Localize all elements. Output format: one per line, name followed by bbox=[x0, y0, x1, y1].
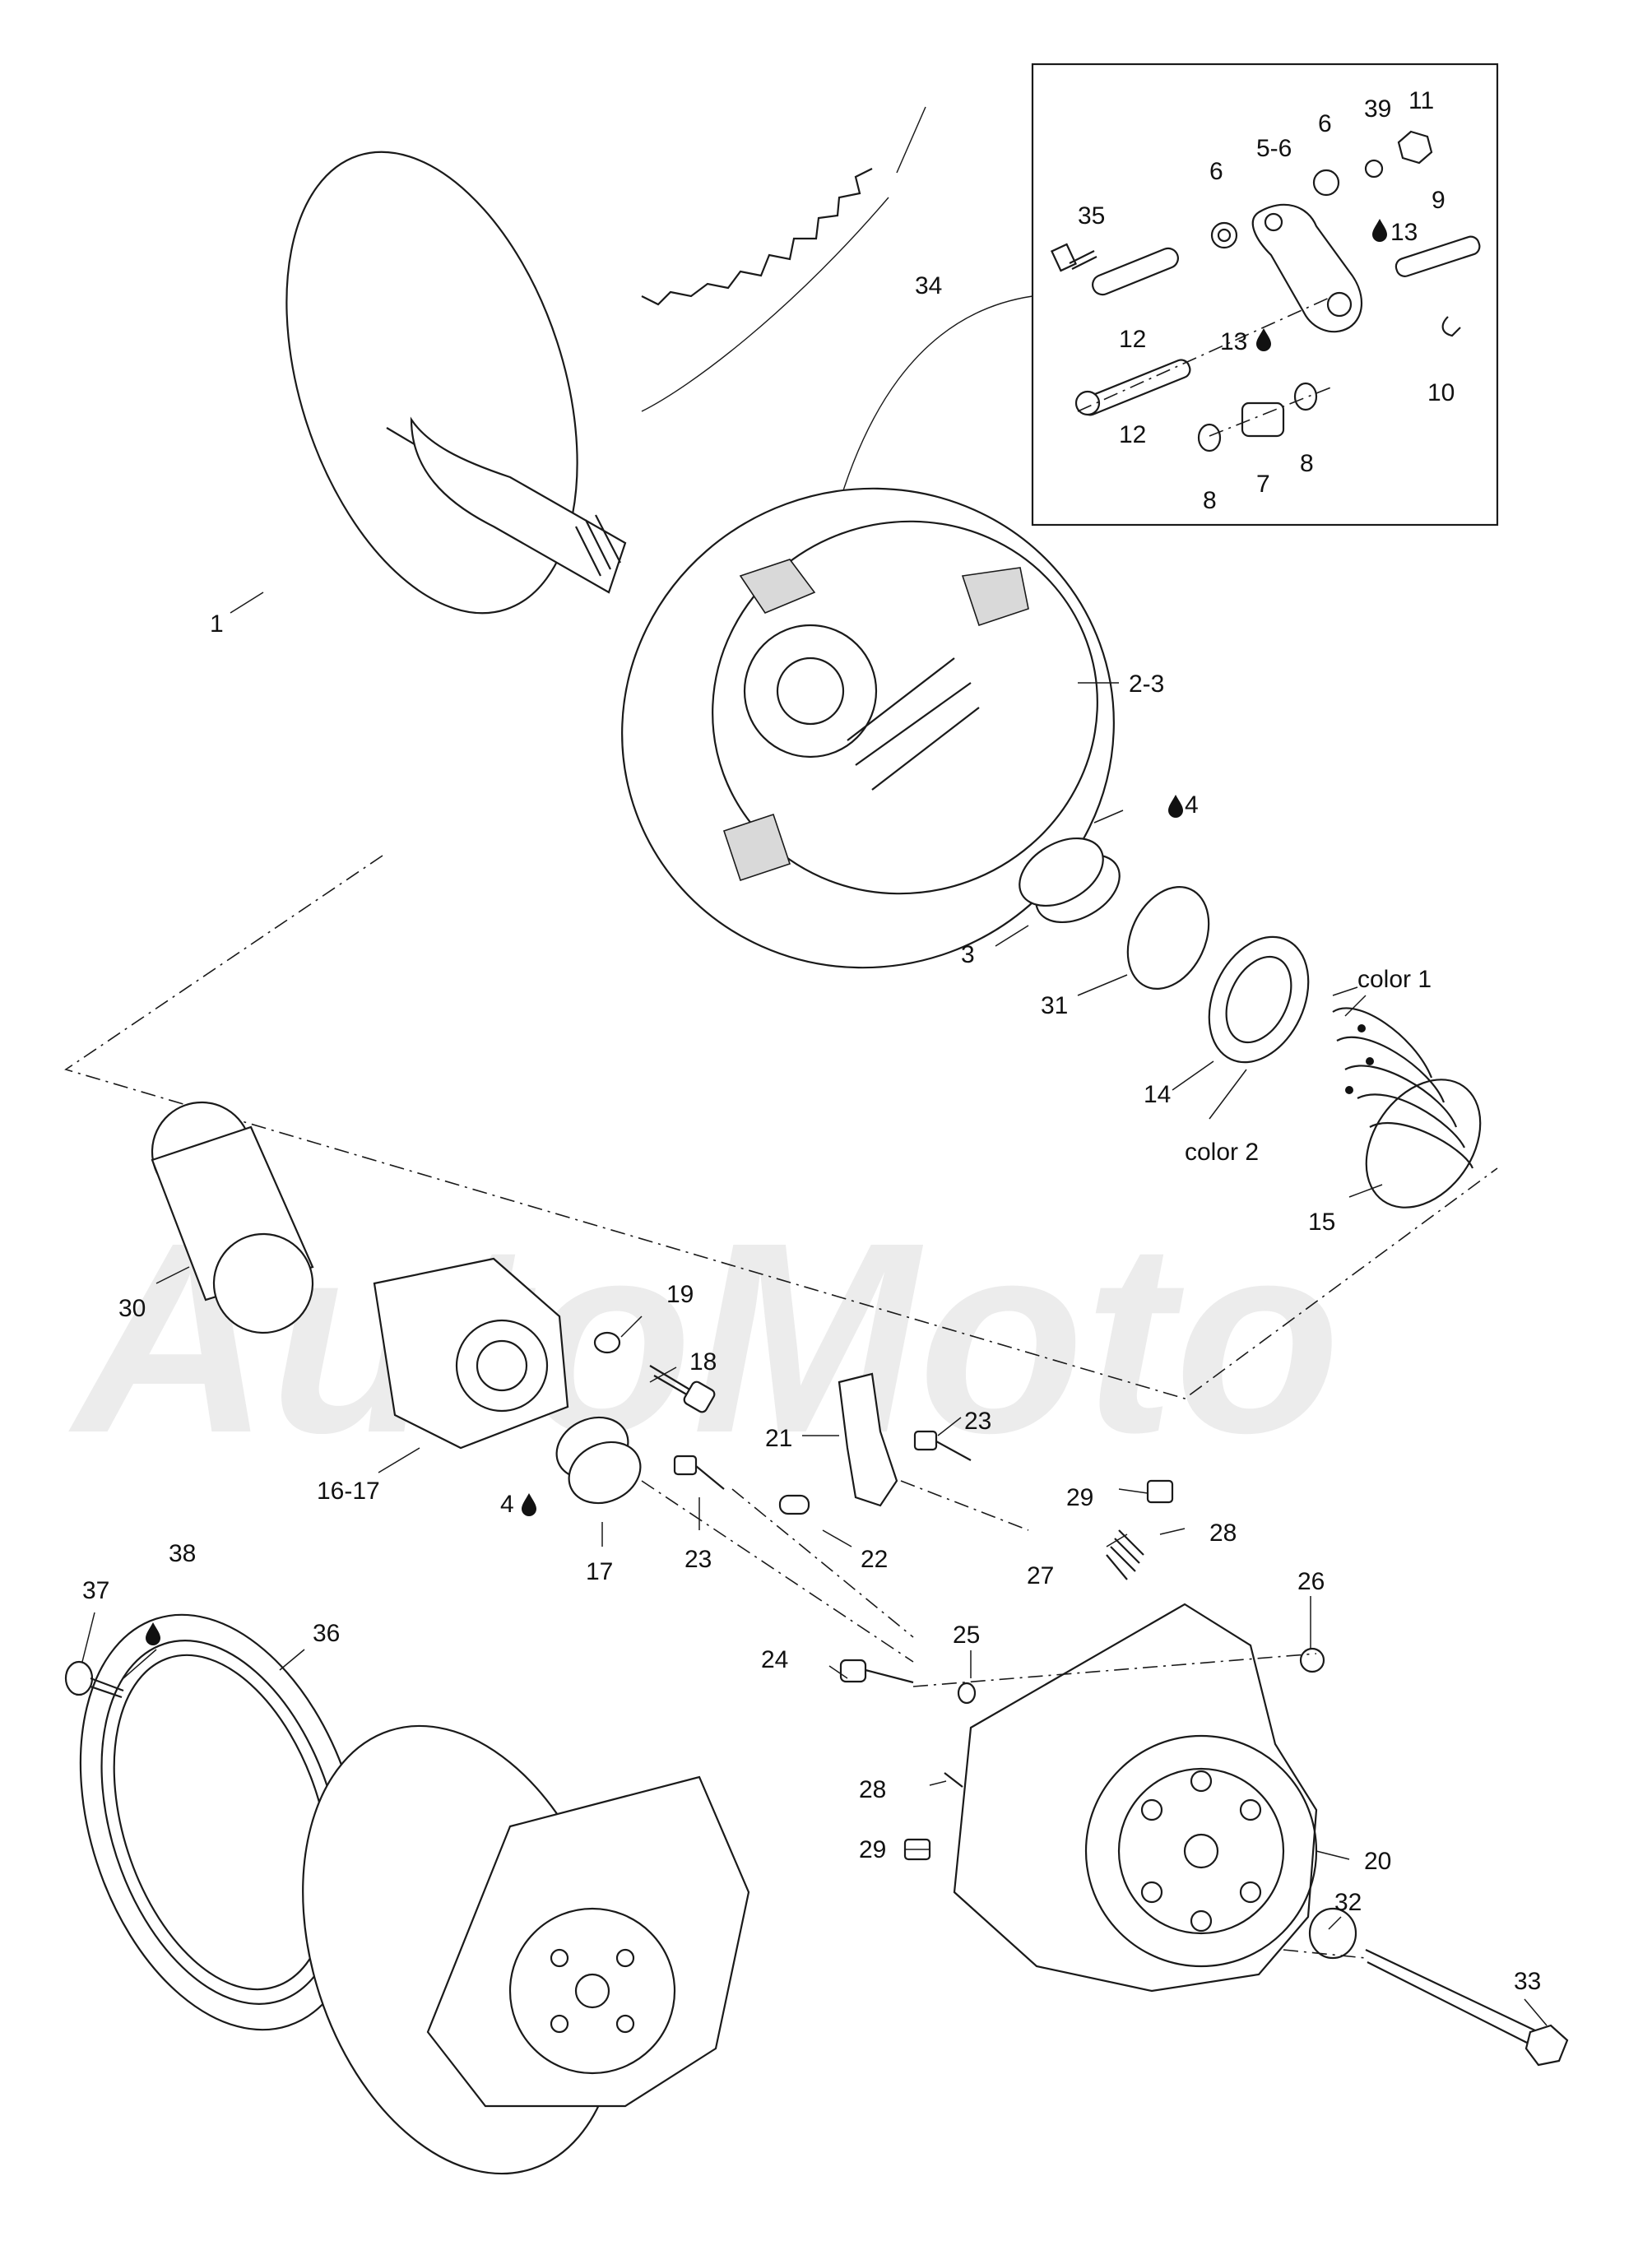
callout-5-6: 5-6 bbox=[1256, 135, 1292, 162]
callout-14: 14 bbox=[1144, 1081, 1171, 1108]
bushing-3 bbox=[1019, 837, 1121, 924]
callout-33: 33 bbox=[1514, 1968, 1541, 1995]
clip-10 bbox=[1441, 316, 1461, 337]
callout-37: 37 bbox=[82, 1577, 109, 1604]
lever-21 bbox=[838, 1372, 898, 1507]
callout-36: 36 bbox=[313, 1620, 340, 1647]
callout-29-lower: 29 bbox=[859, 1836, 886, 1863]
bushing-7 bbox=[1241, 401, 1285, 438]
retaining-ring-31 bbox=[1126, 885, 1210, 991]
screw-23-left bbox=[673, 1455, 725, 1490]
callout-16-17: 16-17 bbox=[317, 1478, 380, 1505]
callout-10: 10 bbox=[1427, 379, 1455, 406]
assembled-clutch bbox=[302, 1724, 750, 2175]
callout-17: 17 bbox=[586, 1558, 613, 1585]
callout-13-right: 13 bbox=[1390, 219, 1418, 246]
callout-39: 39 bbox=[1364, 95, 1391, 123]
callout-32: 32 bbox=[1334, 1889, 1362, 1916]
pin-28-lower bbox=[944, 1772, 963, 1788]
screw-23-right bbox=[913, 1430, 972, 1461]
movable-sheave-2-3 bbox=[621, 487, 1115, 969]
callout-9: 9 bbox=[1432, 187, 1446, 214]
inset-detail-box bbox=[822, 63, 1499, 568]
callout-24: 24 bbox=[761, 1646, 788, 1673]
callout-labels: 1 2-3 3 4 4 14 15 31 34 color 1 color 2 … bbox=[82, 87, 1541, 1995]
callout-29-upper: 29 bbox=[1066, 1484, 1093, 1511]
callout-2-3: 2-3 bbox=[1129, 670, 1164, 698]
callout-7: 7 bbox=[1256, 471, 1270, 498]
callout-28-lower: 28 bbox=[859, 1776, 886, 1803]
leader-lines bbox=[81, 106, 1548, 2026]
spider-20 bbox=[953, 1603, 1318, 1993]
callout-19: 19 bbox=[666, 1281, 694, 1308]
callout-6-left: 6 bbox=[1209, 158, 1223, 185]
washer-32 bbox=[1308, 1907, 1357, 1960]
pin-12-upper bbox=[1092, 247, 1179, 296]
callout-25: 25 bbox=[953, 1622, 980, 1649]
bolt-33 bbox=[1365, 1949, 1569, 2067]
callout-26: 26 bbox=[1297, 1568, 1325, 1595]
callout-23-upper: 23 bbox=[964, 1408, 991, 1435]
callout-12-upper: 12 bbox=[1119, 326, 1146, 353]
callout-27: 27 bbox=[1027, 1562, 1054, 1589]
spring-seat-14 bbox=[1208, 935, 1310, 1064]
callout-34: 34 bbox=[915, 272, 942, 299]
washer-6-right bbox=[1312, 169, 1340, 197]
callout-13-left: 13 bbox=[1220, 328, 1247, 355]
washer-8-left bbox=[1197, 423, 1222, 452]
callout-4-lower: 4 bbox=[500, 1491, 514, 1518]
pin-22 bbox=[778, 1494, 810, 1515]
spring-27 bbox=[1106, 1529, 1144, 1580]
nut-11 bbox=[1397, 130, 1433, 165]
callout-4-upper: 4 bbox=[1185, 791, 1199, 819]
washer-39 bbox=[1364, 159, 1384, 179]
cap-29-top bbox=[1146, 1479, 1174, 1504]
arm-5-6 bbox=[1251, 203, 1363, 333]
spring-15 bbox=[1332, 1007, 1482, 1209]
callout-18: 18 bbox=[689, 1348, 717, 1376]
lubricant-drop-icons bbox=[146, 219, 1387, 1645]
fixed-sheave-1 bbox=[285, 151, 627, 615]
callout-3: 3 bbox=[961, 941, 975, 968]
callout-20: 20 bbox=[1364, 1848, 1391, 1875]
bolt-35 bbox=[1050, 243, 1097, 272]
callout-21: 21 bbox=[765, 1425, 792, 1452]
callout-8-left: 8 bbox=[1203, 487, 1217, 514]
screw-37 bbox=[64, 1660, 124, 1699]
callout-15: 15 bbox=[1308, 1209, 1335, 1236]
sleeve-30 bbox=[151, 1101, 314, 1334]
callout-28-upper: 28 bbox=[1209, 1520, 1237, 1547]
pin-9 bbox=[1394, 235, 1481, 277]
callout-6-right: 6 bbox=[1318, 110, 1332, 137]
drive-belt-34 bbox=[641, 168, 873, 306]
oil-drop-icon bbox=[146, 1622, 160, 1645]
callout-30: 30 bbox=[118, 1295, 146, 1322]
nut-26 bbox=[1299, 1647, 1325, 1673]
callout-1: 1 bbox=[210, 610, 224, 638]
roller-hub-16-17 bbox=[373, 1257, 569, 1450]
oil-drop-icon bbox=[1372, 219, 1387, 242]
callout-8-right: 8 bbox=[1300, 450, 1314, 477]
washer-25 bbox=[957, 1682, 977, 1705]
bolt-24 bbox=[839, 1659, 914, 1684]
callout-22: 22 bbox=[861, 1546, 888, 1573]
screw-18 bbox=[649, 1365, 716, 1413]
washer-6-left bbox=[1210, 221, 1238, 249]
oil-drop-icon bbox=[1168, 795, 1183, 818]
washer-8-right bbox=[1293, 382, 1318, 411]
oil-drop-icon bbox=[1256, 328, 1271, 351]
pin-12-lower bbox=[1074, 359, 1191, 416]
callout-38: 38 bbox=[169, 1540, 196, 1567]
bushing-17 bbox=[555, 1416, 642, 1505]
callout-35: 35 bbox=[1078, 202, 1105, 230]
callout-color-2: color 2 bbox=[1185, 1139, 1259, 1166]
callout-23-lower: 23 bbox=[684, 1546, 712, 1573]
callout-31: 31 bbox=[1041, 992, 1068, 1019]
callout-11: 11 bbox=[1408, 87, 1434, 114]
callout-12-lower: 12 bbox=[1119, 421, 1146, 448]
callout-color-1: color 1 bbox=[1357, 966, 1432, 993]
oil-drop-icon bbox=[522, 1493, 536, 1516]
washer-19 bbox=[593, 1331, 621, 1354]
